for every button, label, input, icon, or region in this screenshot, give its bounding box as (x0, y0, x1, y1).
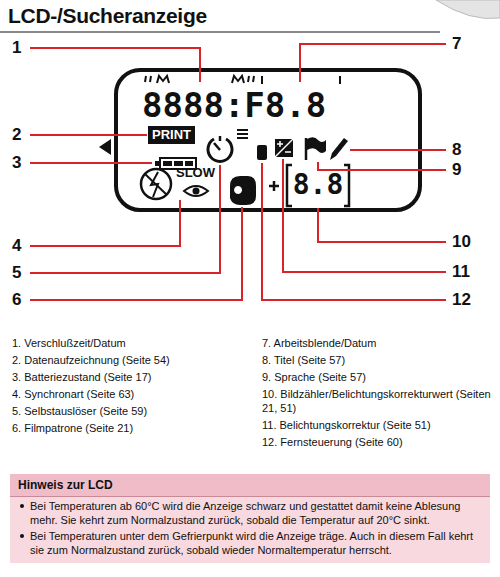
self-timer-icon (208, 136, 232, 161)
callout-number: 11 (452, 263, 470, 281)
title-flag-icon (306, 137, 326, 160)
counter-frame (269, 165, 349, 206)
film-cartridge-icon (230, 176, 256, 205)
page-curl (436, 0, 500, 19)
note-bullet-row: Bei Temperaturen unter dem Gefrierpunkt … (10, 527, 490, 563)
leader-lines (30, 44, 446, 300)
data-lines-icon (237, 130, 248, 138)
callout-number: 6 (12, 291, 21, 309)
note-box: Hinweis zur LCDBei Temperaturen ab 60°C … (10, 474, 490, 563)
list-item: 2. Datenaufzeichnung (Seite 54) (12, 353, 244, 367)
callout-number: 10 (452, 233, 471, 251)
callout-number: 2 (12, 126, 21, 144)
callout-number: 4 (12, 237, 21, 255)
note-heading: Hinweis zur LCD (10, 474, 490, 497)
list-item: 4. Synchronart (Seite 63) (12, 387, 244, 401)
exposure-comp-icon (275, 139, 293, 157)
note-bullet-row: Bei Temperaturen ab 60°C wird die Anzeig… (10, 497, 490, 527)
bullet-dot (20, 504, 24, 508)
flash-icon (141, 169, 171, 199)
slow-indicator: SLOW (176, 166, 215, 180)
list-item: 1. Verschlußzeit/Datum (12, 336, 244, 350)
callout-number: 9 (452, 161, 461, 179)
bullet-dot (20, 534, 24, 538)
list-item: 7. Arbeitsblende/Datum (262, 336, 494, 350)
segment-digits: 8888:F8.8 (142, 88, 326, 122)
callout-number: 3 (12, 154, 21, 172)
top-markers (145, 76, 340, 84)
list-item: 8. Titel (Seite 57) (262, 353, 494, 367)
list-item: 12. Fernsteuerung (Seite 60) (262, 435, 494, 449)
list-item: 5. Selbstauslöser (Seite 59) (12, 404, 244, 418)
print-indicator: PRINT (148, 126, 195, 144)
list-item: 10. Bildzähler/Belichtungskorrekturwert … (262, 387, 494, 415)
pointer-triangle (99, 139, 111, 155)
lcd-outline (116, 70, 420, 210)
list-item: 3. Batteriezustand (Seite 17) (12, 370, 244, 384)
language-pen-icon (330, 138, 348, 160)
title-rule (0, 31, 440, 33)
note-text: Bei Temperaturen ab 60°C wird die Anzeig… (30, 499, 482, 527)
callout-number: 5 (12, 264, 21, 282)
note-text: Bei Temperaturen unter dem Gefrierpunkt … (30, 529, 482, 557)
callout-number: 12 (452, 291, 471, 309)
list-item: 11. Belichtungskorrektur (Seite 51) (262, 418, 494, 432)
remote-icon (257, 145, 267, 160)
list-item: 6. Filmpatrone (Seite 21) (12, 421, 244, 435)
callout-number: 8 (452, 141, 461, 159)
list-item: 9. Sprache (Seite 57) (262, 370, 494, 384)
page-title: LCD-/Sucheranzeige (8, 4, 207, 28)
callout-number: 1 (12, 39, 21, 57)
callout-number: 7 (452, 35, 461, 53)
red-eye-icon (184, 186, 208, 196)
counter-digits: 8.8 (293, 171, 344, 199)
